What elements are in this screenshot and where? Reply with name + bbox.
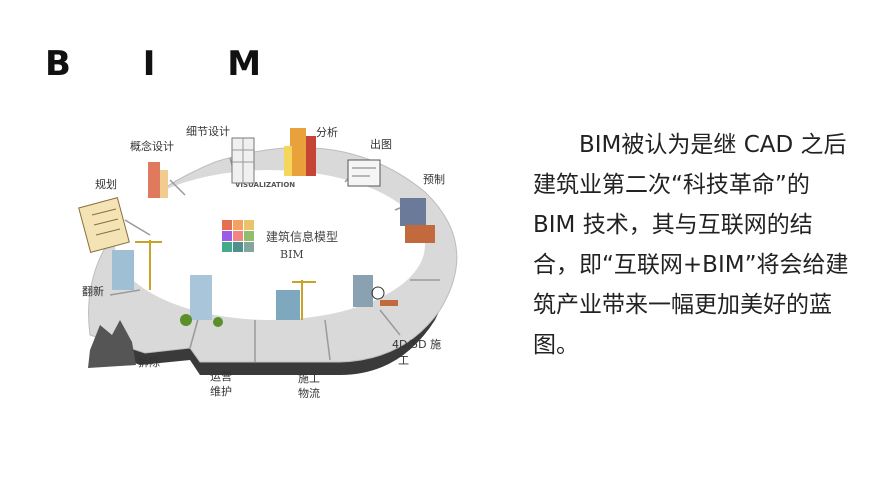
- demolition-rubble-icon: [88, 320, 136, 368]
- stage-label-planning: 规划: [95, 178, 117, 191]
- center-subtitle: BIM: [280, 248, 304, 261]
- stage-label-drawing: 出图: [370, 138, 392, 151]
- stage-label-logistics-a: 施工: [298, 372, 320, 385]
- bim-cube-icon: [222, 220, 254, 252]
- bim-ring-graphic: VISUALIZATION: [78, 128, 458, 375]
- ring-label: VISUALIZATION: [235, 181, 295, 189]
- stage-label-detail: 细节设计: [186, 125, 230, 138]
- construction-crane-icon: [353, 275, 398, 307]
- stage-label-demolition: 拆除: [138, 356, 160, 369]
- planning-clipboard-icon: [78, 196, 130, 254]
- concept-building-icon: [148, 162, 168, 198]
- stage-label-concept: 概念设计: [130, 140, 174, 153]
- stage-label-analysis: 分析: [316, 126, 338, 139]
- detail-tower-icon: [231, 137, 255, 184]
- slide-title: B I M: [45, 44, 292, 84]
- bim-lifecycle-diagram: VISUALIZATION: [40, 110, 510, 490]
- stage-label-construction-a: 4D/5D 施: [392, 338, 442, 351]
- body-paragraph: BIM被认为是继 CAD 之后建筑业第二次“科技革命”的 BIM 技术，其与互联…: [533, 132, 849, 358]
- stage-label-operations-a: 运营: [210, 370, 232, 383]
- drawing-sheets-icon: [347, 159, 381, 187]
- stage-label-prefab: 预制: [423, 173, 445, 186]
- operations-building-icon: [180, 275, 223, 327]
- stage-label-renovation: 翻新: [82, 285, 104, 298]
- prefab-machine-icon: [400, 198, 435, 243]
- analysis-tower-icon: [284, 128, 316, 176]
- stage-label-operations-b: 维护: [210, 385, 232, 398]
- center-title: 建筑信息模型: [266, 230, 339, 244]
- logistics-building-icon: [276, 280, 316, 320]
- renovation-crane-icon: [112, 240, 162, 290]
- stage-label-construction-b: 工: [398, 354, 409, 367]
- stage-label-logistics-b: 物流: [298, 387, 320, 400]
